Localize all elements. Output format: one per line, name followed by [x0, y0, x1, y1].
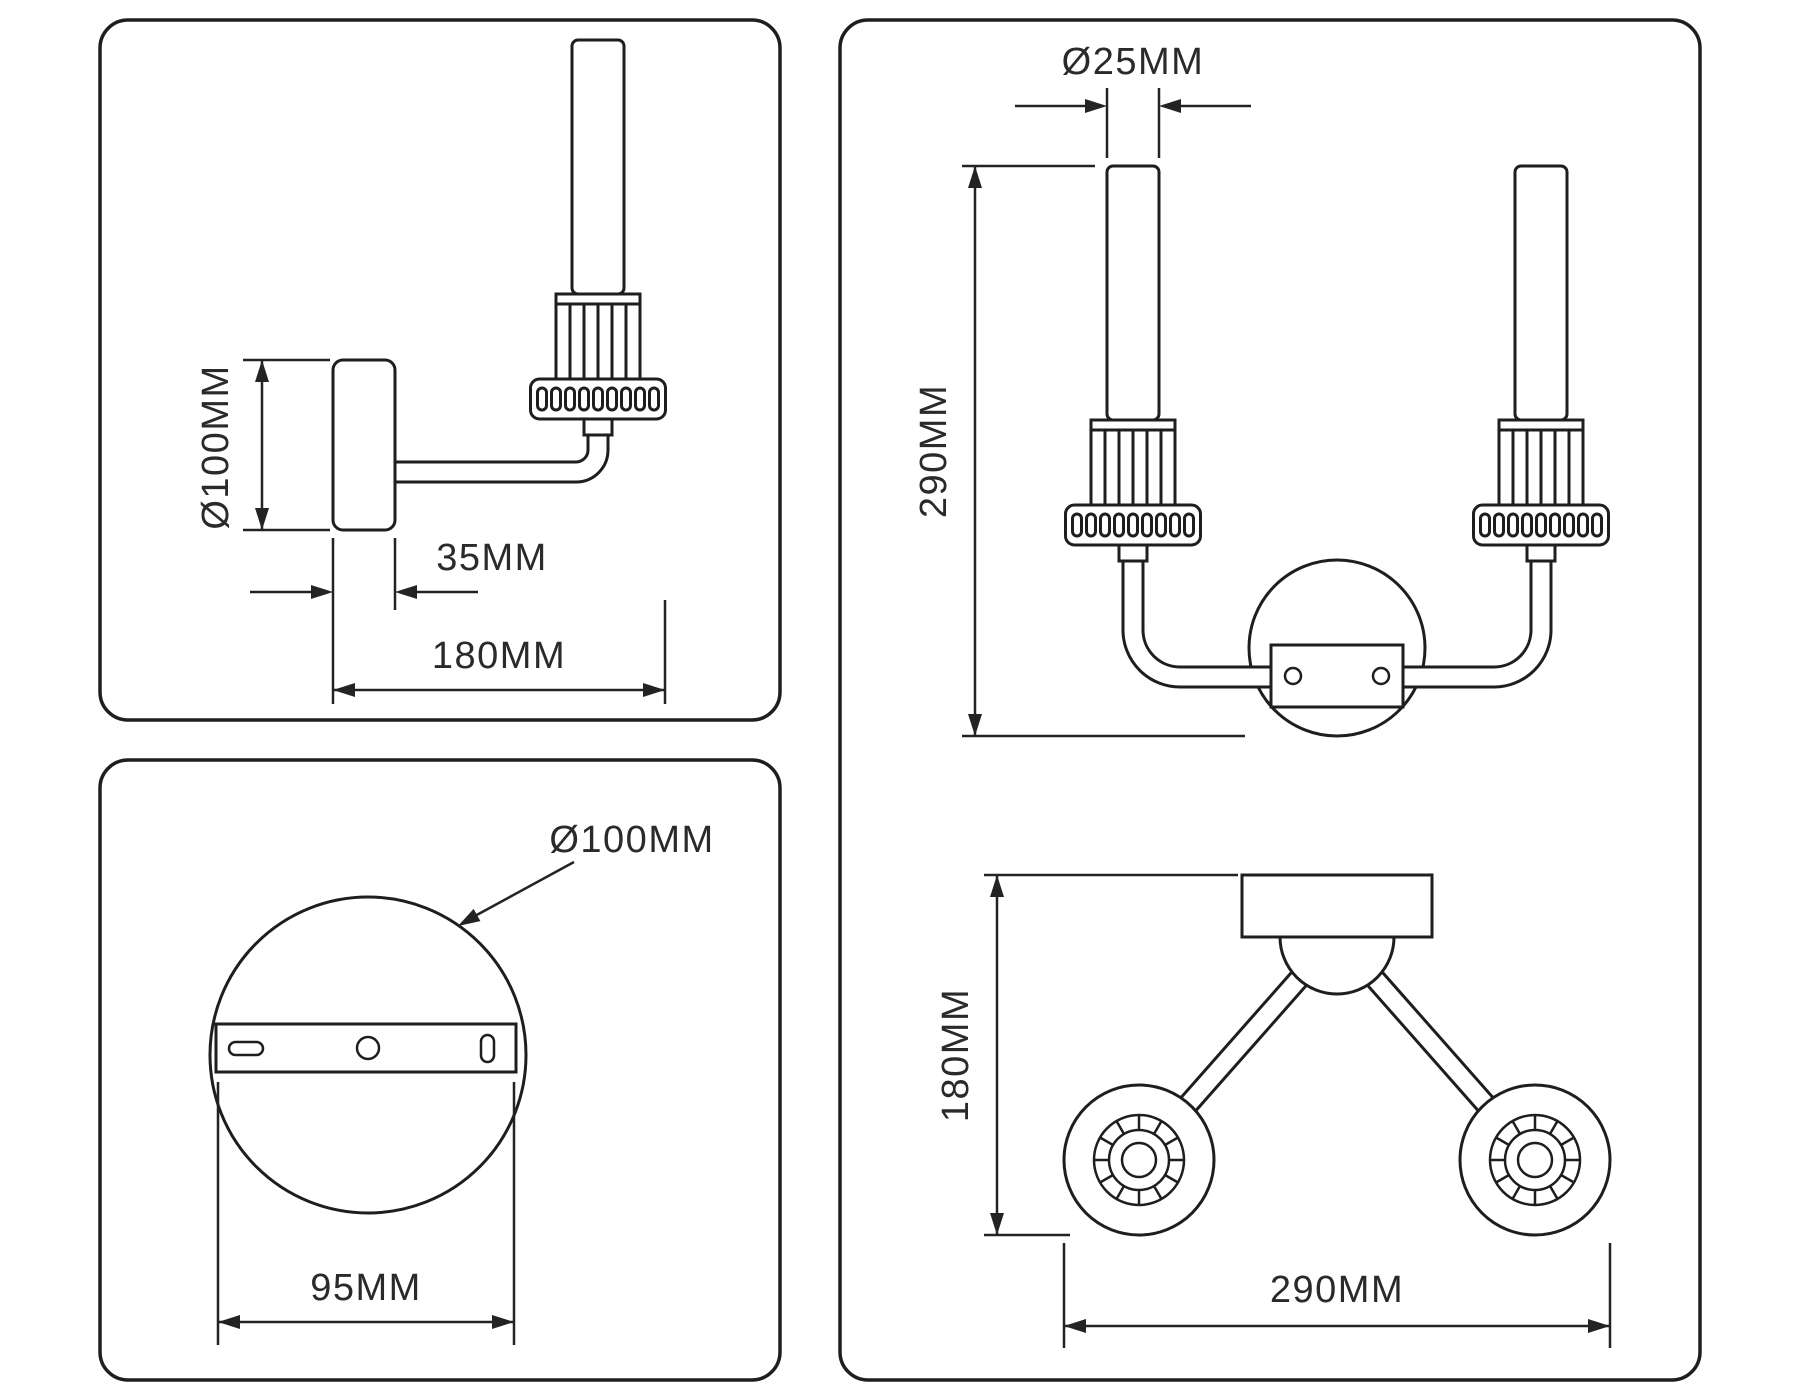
arm-tube-side	[388, 433, 610, 484]
dim-width: 290MM	[1062, 1243, 1612, 1348]
mounting-hole-center	[355, 1035, 381, 1061]
mounting-bracket	[214, 1022, 518, 1074]
wall-box-top	[1240, 873, 1434, 939]
dim-label-plate-diameter-side: Ø100MM	[195, 364, 237, 529]
dim-extension: 180MM	[333, 600, 667, 704]
socket-top-right	[1458, 1083, 1612, 1237]
mounting-slot-right	[479, 1033, 496, 1064]
dim-hole-spacing: 95MM	[216, 1082, 516, 1345]
dim-label-plate-depth: 35MM	[436, 537, 548, 579]
bracket-bolt-left	[1283, 666, 1303, 686]
dim-label-candle-diameter: Ø25MM	[1062, 41, 1205, 83]
front-view: Ø25MM 290MM	[913, 41, 1610, 738]
dim-label-height: 290MM	[913, 384, 955, 518]
backplate-view: Ø100MM 95MM	[208, 819, 714, 1345]
dim-candle-diameter: Ø25MM	[1015, 41, 1251, 158]
dim-label-hole-spacing: 95MM	[310, 1267, 422, 1309]
side-view: Ø100MM 35MM 180MM	[195, 38, 667, 704]
dim-depth: 180MM	[935, 873, 1238, 1237]
arm-tube-right	[1397, 559, 1553, 689]
dim-label-extension: 180MM	[432, 635, 566, 677]
bracket-bolt-right	[1371, 666, 1391, 686]
socket-top-left	[1062, 1083, 1216, 1237]
backplate-dome-top	[1278, 935, 1396, 996]
dim-plate-depth: 35MM	[250, 537, 548, 704]
top-view: 180MM 290MM	[935, 873, 1612, 1348]
center-bracket-front	[1269, 643, 1405, 709]
wall-plate-side	[331, 358, 397, 532]
dim-label-depth: 180MM	[935, 988, 977, 1122]
dim-backplate-diameter: Ø100MM	[458, 819, 714, 926]
dim-label-backplate-diameter: Ø100MM	[549, 819, 714, 861]
dim-plate-diameter-side: Ø100MM	[195, 358, 330, 532]
dim-height: 290MM	[913, 164, 1245, 738]
arm-tube-left	[1121, 559, 1277, 689]
dim-label-width: 290MM	[1270, 1269, 1404, 1311]
mounting-slot-left	[227, 1040, 265, 1057]
